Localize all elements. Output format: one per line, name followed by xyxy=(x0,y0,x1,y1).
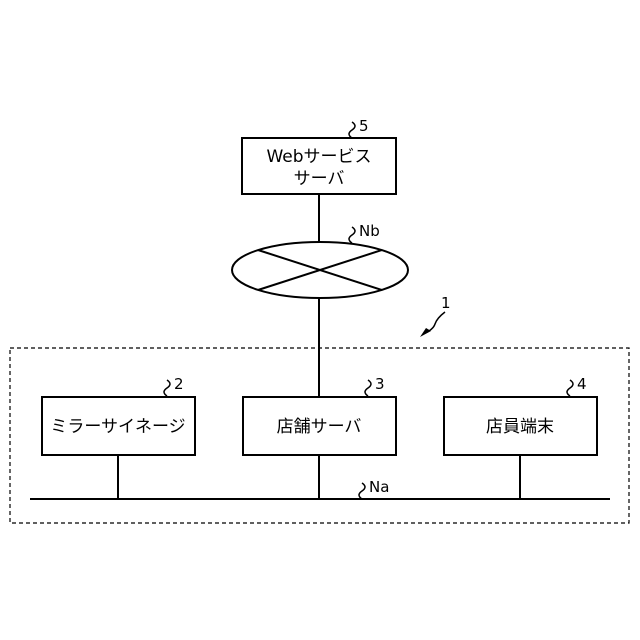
staff-terminal-node: 店員端末 4 xyxy=(444,375,597,455)
mirror-signage-node: ミラーサイネージ 2 xyxy=(42,375,195,455)
ref-label-nb: Nb xyxy=(359,222,380,240)
ref-leader-3 xyxy=(365,380,371,396)
ref-label-2: 2 xyxy=(174,375,184,393)
web-service-server-label-line1: Webサービス xyxy=(266,147,371,167)
ref-label-1: 1 xyxy=(441,294,451,312)
staff-terminal-label: 店員端末 xyxy=(486,417,554,437)
ref-leader-2 xyxy=(164,380,170,396)
mirror-signage-label: ミラーサイネージ xyxy=(50,417,185,437)
ref-leader-nb xyxy=(349,227,355,243)
ref-arrow-1 xyxy=(420,328,431,337)
ref-label-na: Na xyxy=(369,478,389,496)
ref-label-3: 3 xyxy=(375,375,385,393)
ref-leader-5 xyxy=(349,122,355,138)
system-reference: 1 xyxy=(420,294,451,337)
store-server-label: 店舗サーバ xyxy=(277,417,362,437)
ref-leader-na xyxy=(359,483,365,499)
ref-label-5: 5 xyxy=(359,117,369,135)
ref-leader-4 xyxy=(567,380,573,396)
web-service-server-label-line2: サーバ xyxy=(294,169,345,189)
ref-label-4: 4 xyxy=(577,375,587,393)
web-service-server-node: Webサービス サーバ 5 xyxy=(242,117,396,194)
